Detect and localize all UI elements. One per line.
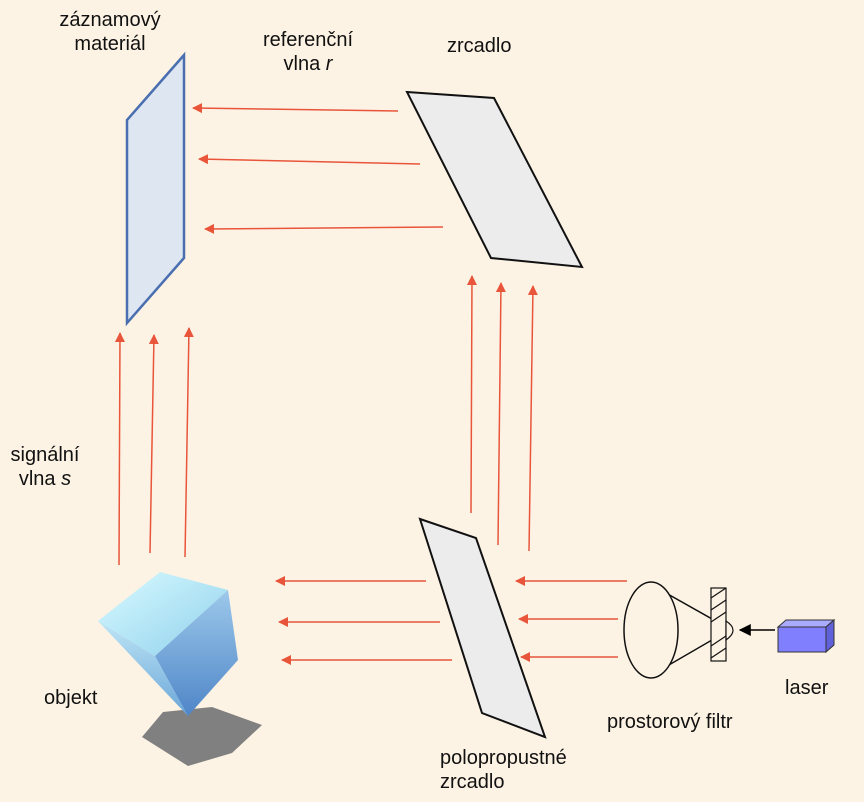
reference-beam-3	[204, 223, 444, 234]
object-cube	[98, 572, 238, 716]
beam-splitter-label: polopropustné zrcadlo	[440, 747, 567, 793]
spatial-filter-lens	[623, 581, 679, 679]
recording-material-label: záznamový materiál	[59, 9, 161, 55]
cube-top-face	[98, 572, 228, 656]
mirror-label: zrcadlo	[447, 35, 512, 57]
recording-material-plate	[125, 51, 186, 327]
splitter-to-mirror-beams	[466, 275, 538, 552]
upward-beam-1	[466, 275, 477, 514]
beam-splitter	[418, 517, 547, 739]
spatial-filter-label: prostorový filtr	[607, 711, 733, 733]
splitter-to-object-beams	[275, 576, 452, 665]
mirror	[405, 90, 584, 269]
reference-wave-label: referenční vlna r	[262, 29, 354, 75]
signal-wave-beams	[114, 327, 194, 566]
signal-beam-3	[183, 327, 194, 558]
spatial-filter-focus-lens	[725, 619, 734, 642]
upward-beam-2	[495, 282, 506, 546]
reference-beam-2	[198, 154, 421, 165]
reference-wave-beams	[192, 103, 444, 234]
spatial-filter	[623, 581, 734, 679]
upward-beam-3	[527, 285, 538, 552]
cube-right-face	[155, 590, 238, 716]
laser-label: laser	[785, 677, 829, 699]
signal-wave-label: signální vlna s	[10, 444, 80, 490]
signal-beam-2	[148, 334, 159, 554]
object-floor-shadow	[142, 707, 262, 766]
object-label: objekt	[44, 687, 98, 709]
laser-box	[776, 618, 836, 654]
cube-left-face	[98, 621, 188, 716]
filter-to-splitter-beams	[515, 576, 627, 662]
reference-beam-1	[192, 103, 399, 114]
signal-beam-1	[114, 332, 125, 566]
